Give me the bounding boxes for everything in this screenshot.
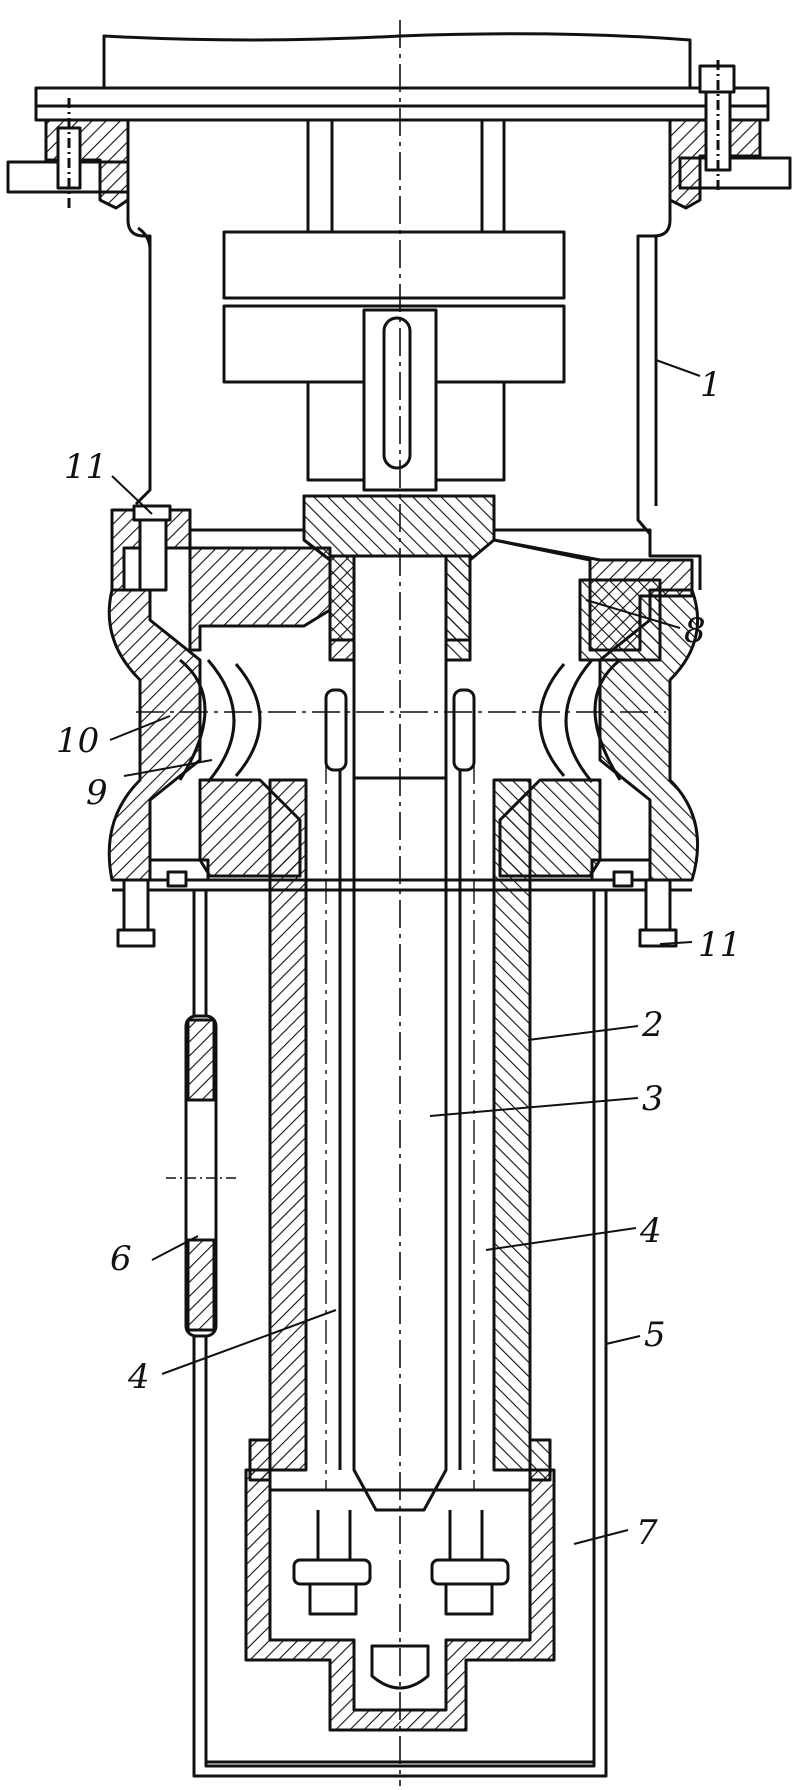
callout-11-lower: 11 [698,928,741,962]
callout-1: 1 [700,368,722,402]
leader-7 [574,1530,628,1544]
callout-5: 5 [644,1318,666,1352]
callout-3: 3 [642,1082,664,1116]
bolt-11-lower-right [646,880,670,934]
shaft-sleeve-left [330,556,354,660]
callout-8: 8 [684,614,706,648]
bolt-11-lower-left [124,880,148,934]
shaft-sleeve-right [446,556,470,660]
coupling-disc-1 [224,232,564,298]
sleeve-left-wall [270,780,306,1470]
callout-7: 7 [636,1516,658,1550]
roller-left-inner [208,660,234,782]
callout-10: 10 [56,724,99,758]
top-plate [104,34,690,88]
bottom-nut-right [432,1560,508,1584]
bolt-11-upper [140,518,166,590]
tie-rod-left [306,780,340,1470]
leader-1 [656,360,700,376]
callout-4-right: 4 [640,1214,662,1248]
callout-11-upper: 11 [64,450,107,484]
callout-9: 9 [86,776,108,810]
tie-rod-right [460,780,494,1470]
callout-4-left: 4 [128,1360,150,1394]
top-flange-plate [36,88,768,106]
leader-5 [606,1336,640,1344]
upper-housing-right-wall [638,120,670,534]
callout-6: 6 [110,1242,132,1276]
bottom-nut-left [294,1560,370,1584]
motor-block-upper [308,120,504,232]
leader-2 [528,1026,638,1040]
callout-2: 2 [642,1008,664,1042]
roller-right-inner [566,660,592,782]
keyway [384,318,410,468]
sleeve-right-wall [494,780,530,1470]
upper-housing-left-wall [128,120,150,504]
